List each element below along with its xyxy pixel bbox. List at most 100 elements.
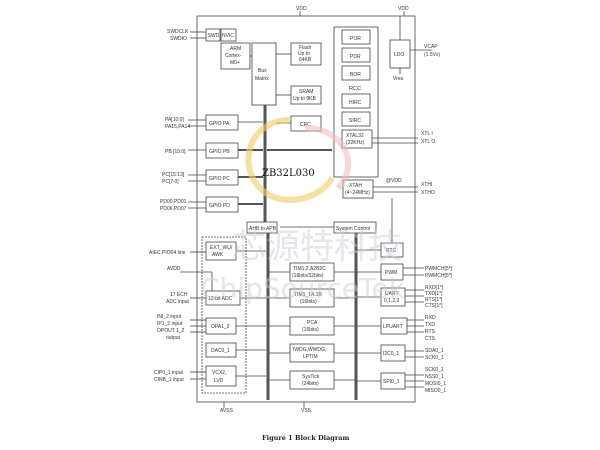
- xtal32-label-2: (32KHz): [346, 140, 365, 146]
- watermark-cn-text: 芯源特科技: [232, 227, 402, 267]
- adc-label: 12-bit ADC: [208, 296, 233, 302]
- pa-signal-2: PA15,PA14: [165, 124, 190, 130]
- hirc-label: HIRC: [349, 100, 362, 106]
- arm-block: [220, 42, 251, 70]
- pc-signal-1: PC[15:13]: [162, 172, 185, 178]
- flash-label-1: Flash: [299, 45, 311, 51]
- xtah-label-2: (4~24MHz): [345, 190, 370, 196]
- xtal32-block: [341, 129, 373, 149]
- vdd-mid-label: @VDD: [386, 178, 402, 184]
- xtal32-label-1: XTAL32: [346, 133, 364, 139]
- pwm-signal-1: PWMCH[5*]: [425, 266, 453, 272]
- xtl-o-signal: XTL O: [421, 139, 435, 145]
- systick-label-1: SysTick: [302, 374, 320, 380]
- pca-label-1: PCA: [307, 320, 318, 326]
- bor-block: [341, 65, 371, 81]
- swdclk-signal: SWDCLK: [167, 29, 189, 35]
- uart-label-2: 0,1,2,3: [384, 298, 400, 304]
- vdd-right-pin: VDD: [398, 6, 409, 12]
- spi-miso-signal: MISO0_1: [425, 388, 446, 394]
- crc-label: CRC: [300, 122, 311, 128]
- i2c-sda-signal: SDA0_1: [425, 348, 444, 354]
- uart-label-1: UART: [385, 291, 399, 297]
- aiec-signal: AIEC PIO04 line: [149, 250, 186, 256]
- figure-caption: Figure 1 Block Diagram: [262, 434, 349, 442]
- iwdg-label-1: IWDG,WWDG,: [293, 347, 326, 353]
- rcc-label: RCC: [349, 86, 361, 92]
- iwdg-label-2: LPTIM: [303, 354, 318, 360]
- tim-a-label-1: TIM1,2,A2B2C: [293, 266, 326, 272]
- comp-in-signal-2: CINB_1 input: [154, 377, 184, 383]
- uart-rts-signal: RTS[1*]: [425, 297, 443, 303]
- ldo-label: LDO: [394, 52, 404, 58]
- sirc-label: SIRC: [349, 118, 361, 124]
- vcap-signal-1: VCAP: [424, 44, 438, 50]
- pwm-signal-2: PWMCH[5*]: [425, 273, 453, 279]
- lpuart-rxd-signal: RXD: [425, 315, 436, 321]
- bus-matrix-block: [251, 42, 277, 106]
- vcx-label-2: LVD: [214, 378, 224, 384]
- vdd-left-pin: VDD: [296, 6, 307, 12]
- analog-group: [201, 236, 247, 394]
- opa-label: OPA1_2: [211, 324, 230, 330]
- pb-signal: PB [15:0]: [165, 149, 186, 155]
- xtl-i-signal: XTL I: [421, 131, 433, 137]
- avss-pin: AVSS: [220, 408, 234, 414]
- xthi-signal: XTHI: [421, 182, 432, 188]
- arm-label-2: Cortex-: [225, 53, 242, 59]
- dac-label: DAC0_1: [211, 348, 230, 354]
- i2c-label: I2C0_1: [383, 351, 399, 357]
- opa-in-signal-1: INI_2 input: [157, 314, 182, 320]
- vcap-signal-2: (1.5Vx): [424, 52, 440, 58]
- swd-block: [205, 28, 221, 42]
- ahb-apb-block: [246, 221, 278, 234]
- opa-out-signal-2: output: [166, 335, 181, 341]
- pa-signal-1: PA[10:0]: [165, 117, 184, 123]
- swd-label: SWD: [208, 33, 220, 39]
- spi-mosi-signal: MOSI0_1: [425, 381, 446, 387]
- gpio-pa-label: GPIO PA: [209, 121, 230, 127]
- tim-b-label-2: (16bits): [300, 299, 317, 305]
- system-control-label: System Control: [336, 226, 370, 232]
- swdio-signal: SWDIO: [170, 36, 187, 42]
- lpuart-label: LPUART: [383, 324, 403, 330]
- pdr-label: PDR: [350, 54, 361, 60]
- uart-cts-signal: CTS[1*]: [425, 303, 443, 309]
- sram-label-1: SRAM: [299, 89, 313, 95]
- spi-sck-signal: SCK0_1: [425, 367, 444, 373]
- arm-label-1: ARM: [230, 46, 241, 52]
- rtc-label: RTC: [386, 248, 397, 254]
- bus-matrix-label-2: Matrix: [255, 76, 269, 82]
- chip-name-label: ZB32L030: [262, 168, 315, 179]
- nvic-block: [220, 28, 237, 42]
- systick-label-2: (24bits): [302, 381, 319, 387]
- gpio-pd-label: GPIO PD: [209, 203, 230, 209]
- gpio-pb-label: GPIO PB: [209, 149, 230, 155]
- pc-signal-2: PC[7:0]: [162, 179, 179, 185]
- lpuart-txd-signal: TXD: [425, 322, 435, 328]
- adc-input-signal-2: ADC input: [166, 299, 189, 305]
- xtho-signal: XTHO: [421, 190, 435, 196]
- vcx-label-1: VCX2,: [212, 370, 226, 376]
- comp-in-signal-1: CIP0_1 input: [154, 370, 184, 376]
- avdd-signal: AVDD: [167, 266, 181, 272]
- pwm-label: PWM: [385, 270, 397, 276]
- lpuart-cts-signal: CTS: [425, 336, 436, 342]
- gpio-pc-label: GPIO PC: [209, 176, 230, 182]
- bor-label: BOR: [350, 72, 361, 78]
- bus-matrix-label-1: Bus: [258, 68, 267, 74]
- gpio-pa-block: [205, 114, 239, 131]
- arm-label-3: M0+: [230, 60, 240, 66]
- tim-b-label-1: TIM1_1A,1B: [294, 292, 322, 298]
- spi-nss-signal: NSS0_1: [425, 374, 444, 380]
- ext-wu-label-1: EXT_WU/: [210, 245, 233, 251]
- uart-txd-signal: TXD[1*]: [425, 291, 443, 297]
- i2c-sck-signal: SCK0_1: [425, 355, 444, 361]
- pd-signal-2: PD06,PD07: [160, 206, 187, 212]
- hirc-block: [341, 93, 371, 109]
- pdr-block: [341, 47, 371, 63]
- adc-input-signal-1: 17 ECH: [170, 292, 188, 298]
- flash-label-2: Up to: [298, 51, 310, 57]
- opa-out-signal-1: OPOUT 1_2: [157, 328, 185, 334]
